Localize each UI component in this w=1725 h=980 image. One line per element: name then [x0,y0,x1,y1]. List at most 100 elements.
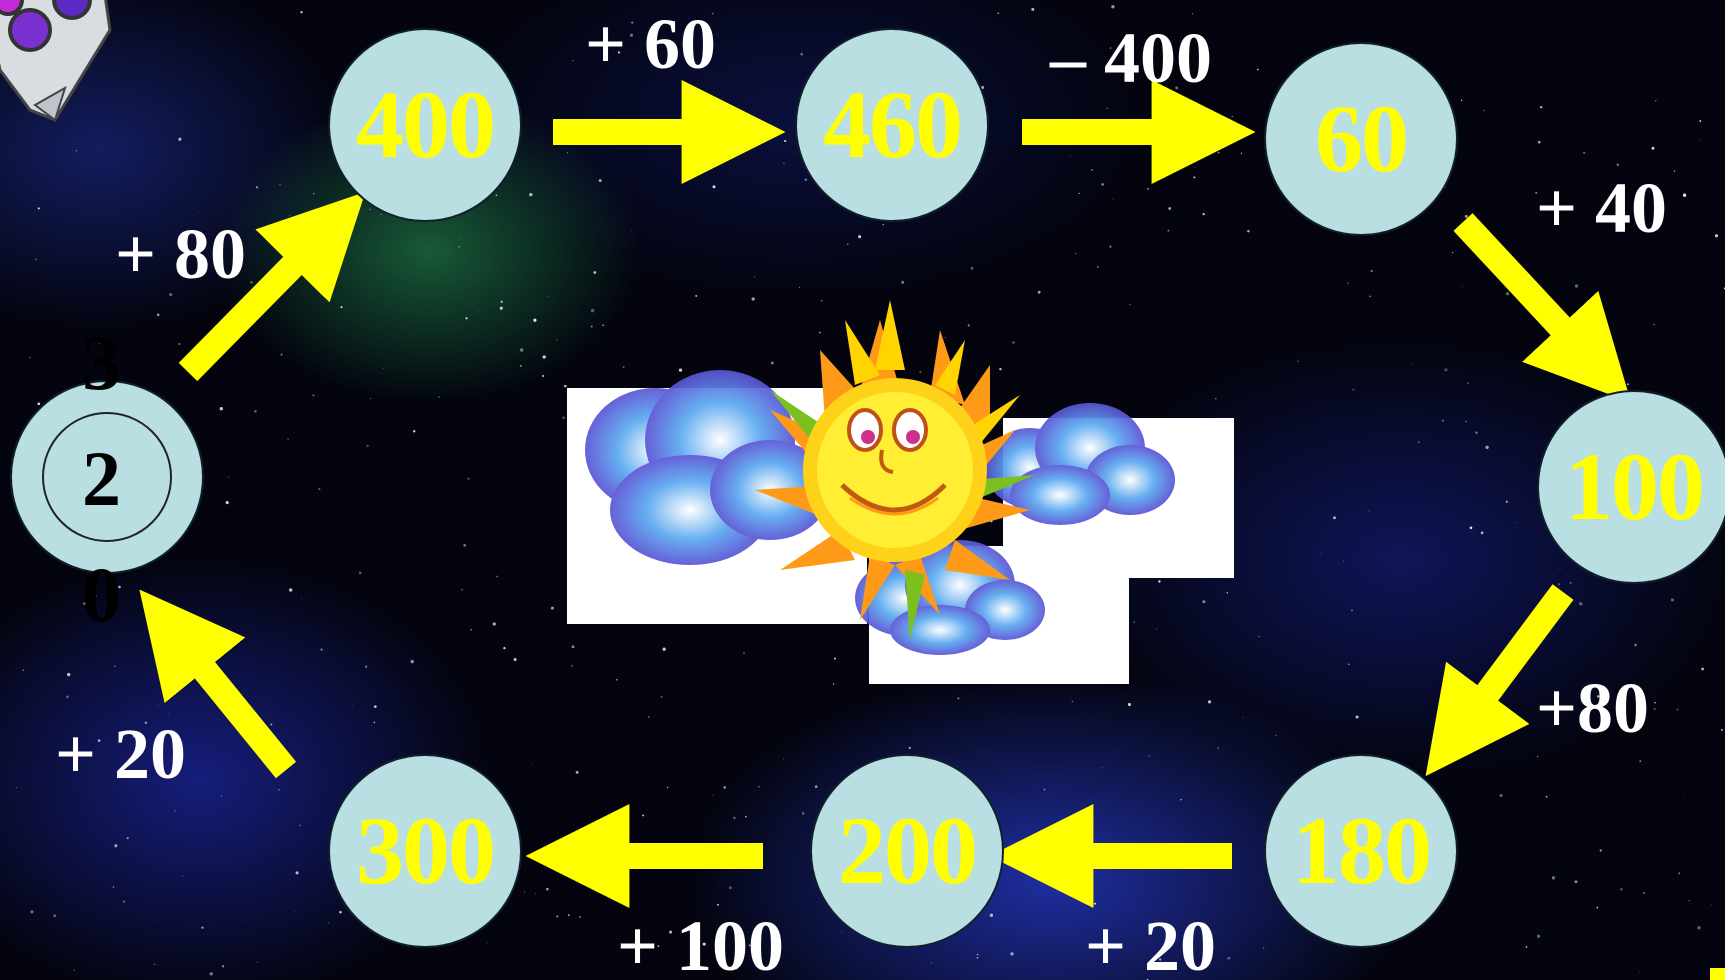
star [571,645,575,649]
star [1247,230,1250,233]
star [106,600,108,602]
star [882,223,884,226]
star [22,669,25,671]
star [81,647,82,649]
star [114,844,118,848]
star [531,764,533,766]
star [37,402,41,406]
star [53,914,57,918]
operation-label: + 80 [115,214,247,294]
star [970,267,974,270]
star [1010,952,1014,956]
star [1342,560,1344,562]
star [1683,796,1685,798]
start-digit-middle: 2 [82,435,121,522]
star [1093,902,1096,905]
star [519,364,522,367]
star [280,353,283,356]
node-value: 460 [823,71,963,178]
star [533,318,537,322]
star [1639,760,1641,762]
star [1701,667,1704,671]
star [1352,388,1355,391]
star [496,575,498,578]
star [1460,99,1463,101]
star [782,758,785,760]
arrow-60-to-100 [1453,213,1632,403]
star [1467,382,1469,384]
star [572,59,574,62]
star [799,287,801,288]
operation-label: + 20 [1085,906,1217,980]
star [1202,213,1205,216]
star [542,355,546,359]
star [997,12,1000,15]
star [819,331,821,334]
arrow-100-to-180 [1425,584,1574,777]
star [178,343,181,345]
star [617,51,621,54]
star [728,886,732,890]
star [168,713,170,715]
star [1253,721,1255,723]
star [555,339,558,341]
star [1256,68,1259,71]
star [1097,266,1099,268]
star [1545,795,1548,798]
star [225,501,229,505]
star [295,871,299,875]
star [499,306,503,310]
star [169,293,173,297]
star [1452,252,1454,254]
star [369,208,371,210]
star [1670,598,1674,602]
node-value: 300 [356,797,496,904]
star [834,657,836,660]
star [1101,183,1104,186]
star [300,11,303,14]
operation-label: +80 [1536,668,1650,748]
star [1714,234,1719,238]
star [15,787,17,789]
star [365,665,368,668]
star [695,294,698,297]
star [1653,323,1656,326]
star [1642,892,1645,894]
star [541,374,545,378]
star [373,721,376,724]
star [1682,193,1687,197]
star [114,665,116,667]
star [1505,500,1508,503]
star [736,968,738,970]
star [465,317,468,320]
number-node: 100 [1537,390,1725,584]
star [301,597,303,599]
star [1596,695,1600,698]
star [1537,934,1541,938]
number-node: 460 [795,28,989,222]
star [1368,510,1370,512]
star [95,595,97,597]
star [209,972,213,976]
star [312,394,315,397]
star [228,476,230,478]
star [832,683,835,685]
star [503,646,506,650]
star [743,652,745,654]
star [1475,431,1478,434]
star [1091,169,1093,171]
star [748,944,751,947]
star [369,397,371,399]
star [957,697,960,700]
node-value: 400 [356,71,496,178]
star [30,910,34,914]
star [1333,516,1336,520]
star [495,194,498,197]
star [1559,567,1561,569]
star [97,739,101,742]
star [1599,849,1602,852]
star [118,585,121,589]
star [1464,214,1468,218]
star [1111,5,1115,9]
star [1275,734,1277,737]
